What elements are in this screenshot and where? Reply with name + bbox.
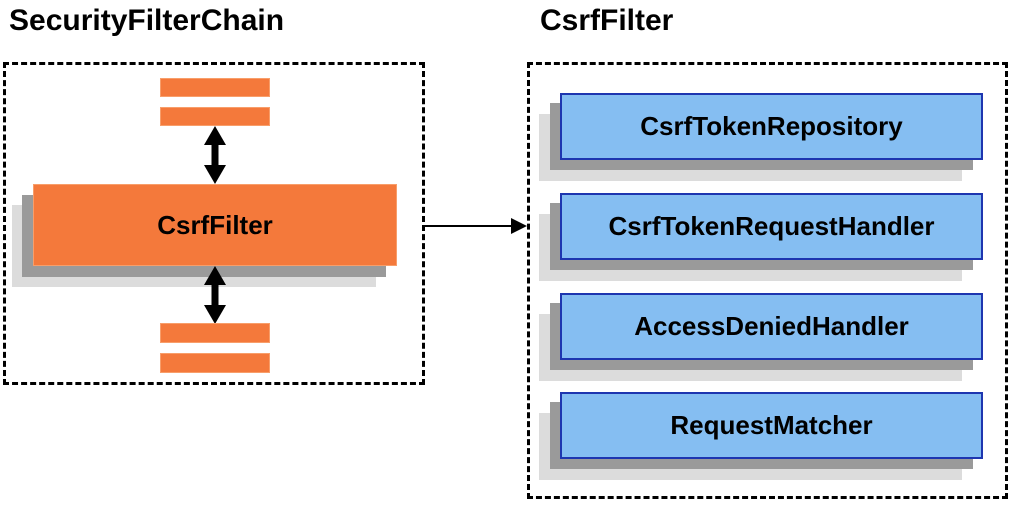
csrf-filter-box: CsrfFilter xyxy=(33,184,397,266)
filter-bar-bottom-1 xyxy=(160,323,270,343)
filter-bar-top-2 xyxy=(160,107,270,126)
csrf-filter-components-container xyxy=(527,62,1008,499)
csrf-filter-box-label: CsrfFilter xyxy=(157,209,273,240)
security-filter-chain-container xyxy=(3,62,425,385)
component-label: AccessDeniedHandler xyxy=(634,311,909,341)
component-box-csrf-token-repository: CsrfTokenRepository xyxy=(560,93,983,160)
bidirectional-arrow-icon xyxy=(202,126,228,184)
filter-bar-top-1 xyxy=(160,78,270,97)
component-box-request-matcher: RequestMatcher xyxy=(560,392,983,459)
component-label: CsrfTokenRequestHandler xyxy=(608,211,935,241)
right-panel-title: CsrfFilter xyxy=(540,4,674,37)
component-box-csrf-token-request-handler: CsrfTokenRequestHandler xyxy=(560,193,983,260)
right-arrow-icon xyxy=(425,215,527,237)
left-panel-title: SecurityFilterChain xyxy=(9,4,285,37)
bidirectional-arrow-icon xyxy=(202,266,228,324)
filter-bar-bottom-2 xyxy=(160,353,270,373)
component-label: RequestMatcher xyxy=(670,410,873,440)
component-box-access-denied-handler: AccessDeniedHandler xyxy=(560,293,983,360)
component-label: CsrfTokenRepository xyxy=(640,111,903,141)
